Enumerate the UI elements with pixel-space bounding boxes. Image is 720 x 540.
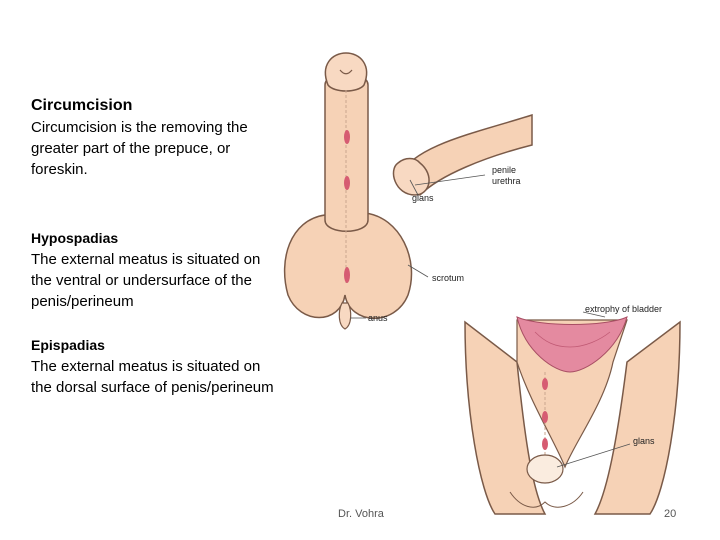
circumcision-section: Circumcision Circumcision is the removin…	[31, 95, 281, 180]
epispadias-body: The external meatus is situated on the d…	[31, 356, 281, 398]
hypospadias-body: The external meatus is situated on the v…	[31, 249, 281, 312]
epispadias-section: Epispadias The external meatus is situat…	[31, 335, 281, 398]
hypospadias-title: Hypospadias	[31, 228, 281, 249]
epi-meatus-spot-3	[542, 438, 548, 450]
meatus-spot-3	[344, 267, 350, 283]
label-glans-top: glans	[412, 193, 434, 203]
epi-meatus-spot-2	[542, 411, 548, 423]
label-penile: penile	[492, 165, 516, 175]
meatus-spot-1	[344, 130, 350, 144]
label-scrotum: scrotum	[432, 273, 464, 283]
label-exstrophy: extrophy of bladder	[585, 304, 662, 314]
label-glans-bottom: glans	[633, 436, 655, 446]
epispadias-illustration: extrophy of bladder glans	[455, 292, 710, 517]
epi-glans-shape	[527, 455, 563, 483]
meatus-spot-2	[344, 176, 350, 190]
epi-meatus-spot-1	[542, 378, 548, 390]
hypospadias-section: Hypospadias The external meatus is situa…	[31, 228, 281, 312]
footer-author: Dr. Vohra	[338, 508, 384, 520]
label-anus: anus	[368, 313, 388, 323]
circumcision-title: Circumcision	[31, 95, 281, 117]
epispadias-title: Epispadias	[31, 335, 281, 356]
circumcision-body: Circumcision is the removing the greater…	[31, 117, 281, 180]
glans-shape	[325, 53, 366, 91]
label-urethra: urethra	[492, 176, 521, 186]
anus-shape	[339, 303, 350, 329]
page-number: 20	[664, 508, 676, 520]
